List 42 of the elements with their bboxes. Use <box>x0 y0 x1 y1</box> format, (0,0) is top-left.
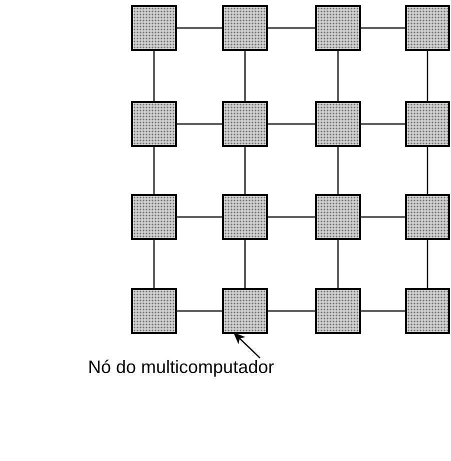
link-line <box>244 147 246 194</box>
processor-node <box>315 5 361 51</box>
link-line <box>268 123 315 125</box>
processor-node <box>315 194 361 240</box>
processor-node <box>222 194 268 240</box>
link-line <box>177 27 222 29</box>
processor-node <box>131 288 177 334</box>
link-line <box>268 27 315 29</box>
processor-node <box>222 101 268 147</box>
link-line <box>153 240 155 288</box>
processor-node <box>405 5 450 51</box>
link-line <box>153 51 155 101</box>
link-line <box>244 240 246 288</box>
processor-node <box>405 194 450 240</box>
link-line <box>361 310 405 312</box>
processor-node <box>405 288 450 334</box>
link-line <box>426 147 428 194</box>
link-line <box>337 240 339 288</box>
processor-node <box>131 101 177 147</box>
processor-node <box>131 5 177 51</box>
node-caption: Nó do multicomputador <box>88 357 274 377</box>
link-line <box>426 240 428 288</box>
processor-node <box>405 101 450 147</box>
processor-node <box>222 5 268 51</box>
link-line <box>244 51 246 101</box>
link-line <box>361 216 405 218</box>
link-line <box>177 123 222 125</box>
link-line <box>177 310 222 312</box>
leader-arrow <box>233 332 260 358</box>
processor-node <box>315 288 361 334</box>
processor-node <box>222 288 268 334</box>
link-line <box>426 51 428 101</box>
link-line <box>337 147 339 194</box>
processor-node <box>315 101 361 147</box>
processor-node <box>131 194 177 240</box>
link-line <box>361 123 405 125</box>
link-line <box>153 147 155 194</box>
link-line <box>361 27 405 29</box>
link-line <box>268 216 315 218</box>
link-line <box>177 216 222 218</box>
link-line <box>268 310 315 312</box>
link-line <box>337 51 339 101</box>
